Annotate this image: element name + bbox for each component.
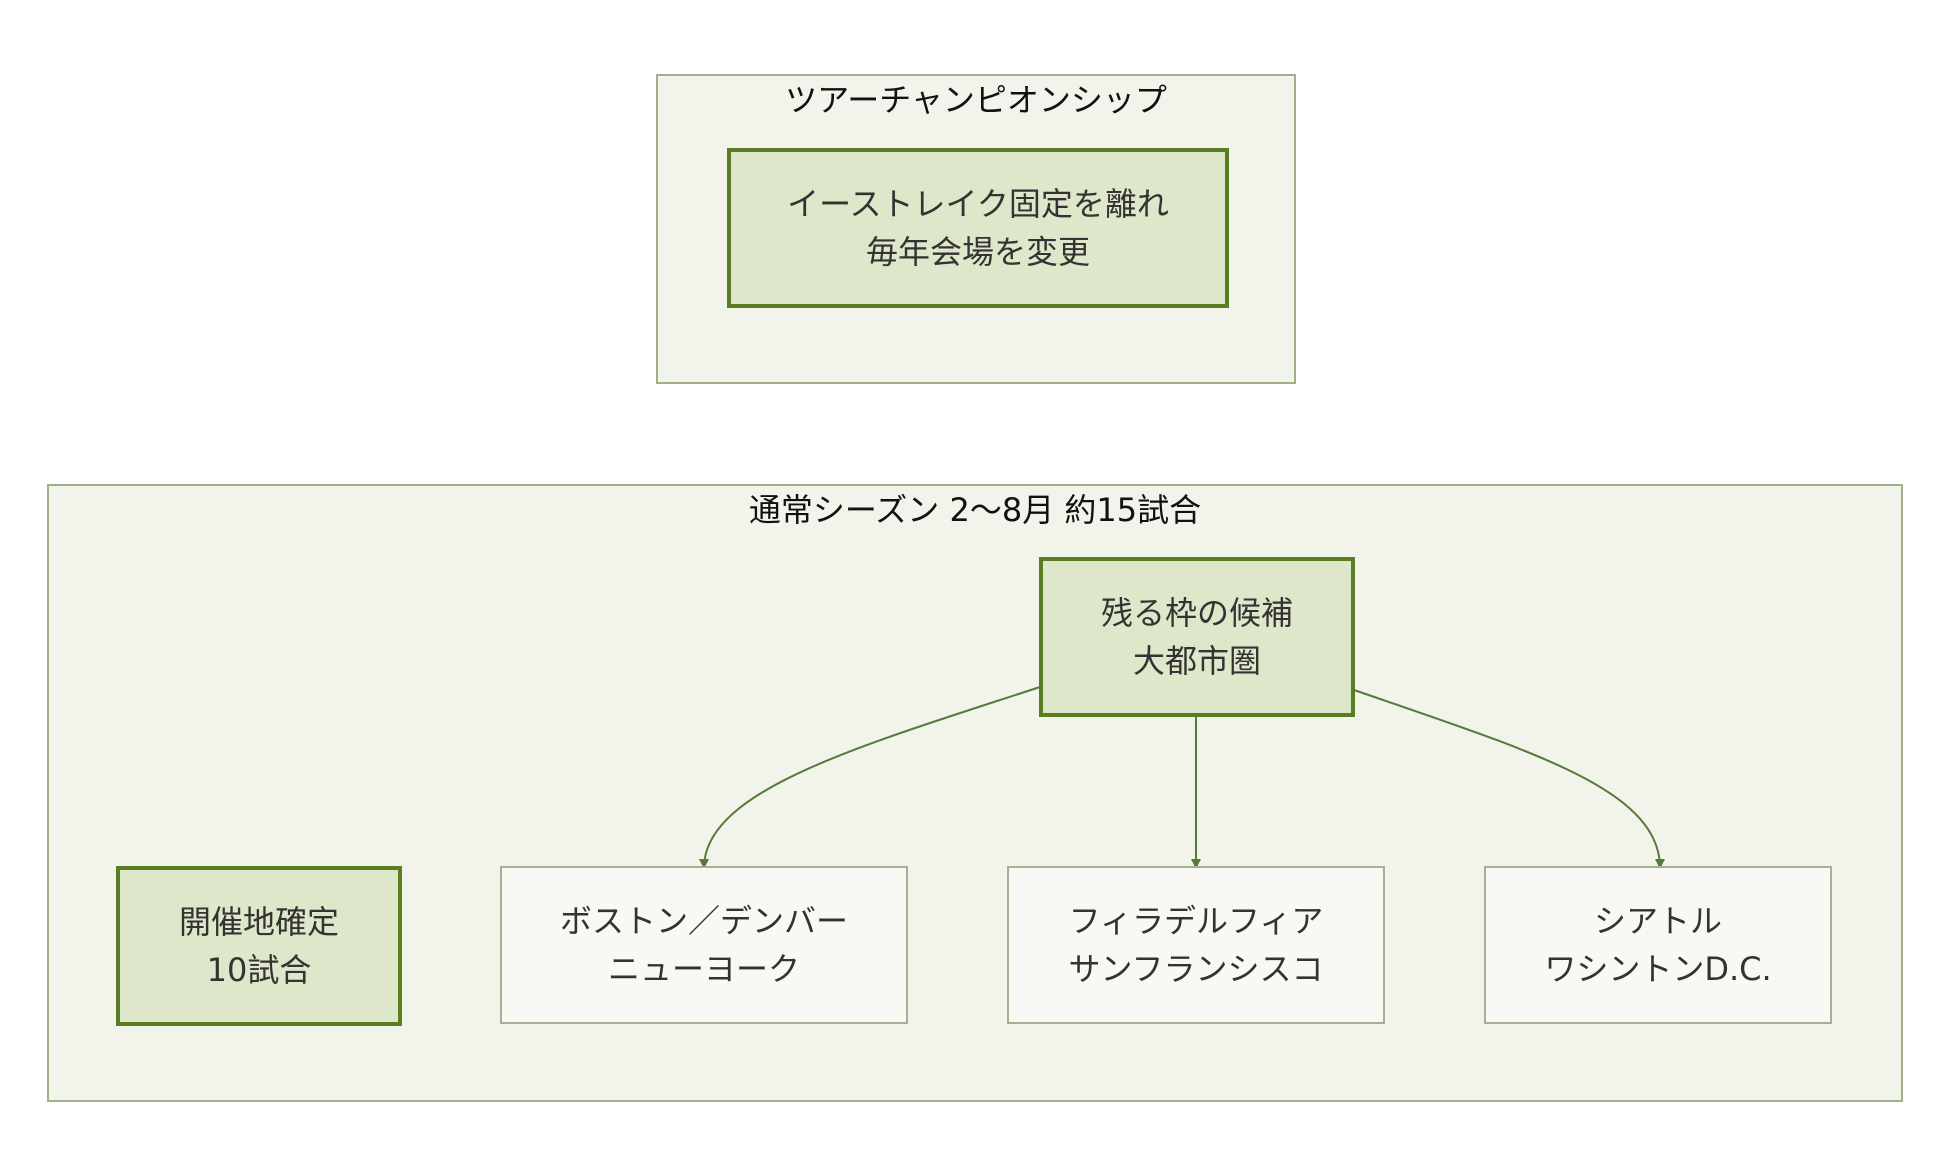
championship-venue-node: イーストレイク固定を離れ 毎年会場を変更 xyxy=(727,148,1229,308)
candidate-line2: サンフランシスコ xyxy=(1068,950,1324,988)
remaining-slots-node: 残る枠の候補 大都市圏 xyxy=(1039,557,1355,717)
confirmed-venues-node: 開催地確定 10試合 xyxy=(116,866,402,1026)
candidate-node-seattle-washington: シアトル ワシントンD.C. xyxy=(1484,866,1832,1024)
candidate-line2: ワシントンD.C. xyxy=(1544,950,1772,988)
candidate-node-boston-denver-newyork: ボストン／デンバー ニューヨーク xyxy=(500,866,908,1024)
championship-venue-line2: 毎年会場を変更 xyxy=(865,233,1090,271)
confirmed-venues-line1: 開催地確定 xyxy=(178,903,339,941)
confirmed-venues-line2: 10試合 xyxy=(206,951,312,989)
remaining-slots-line2: 大都市圏 xyxy=(1132,642,1261,680)
championship-venue-line1: イーストレイク固定を離れ xyxy=(787,185,1169,223)
championship-cluster-title: ツアーチャンピオンシップ xyxy=(785,81,1167,119)
candidate-line1: ボストン／デンバー xyxy=(559,902,848,940)
candidate-line1: シアトル xyxy=(1593,902,1722,940)
candidate-node-philadelphia-sanfrancisco: フィラデルフィア サンフランシスコ xyxy=(1007,866,1385,1024)
regular-season-cluster-title: 通常シーズン 2〜8月 約15試合 xyxy=(748,491,1202,529)
candidate-line1: フィラデルフィア xyxy=(1068,902,1324,940)
candidate-line2: ニューヨーク xyxy=(607,950,800,988)
remaining-slots-line1: 残る枠の候補 xyxy=(1100,594,1293,632)
